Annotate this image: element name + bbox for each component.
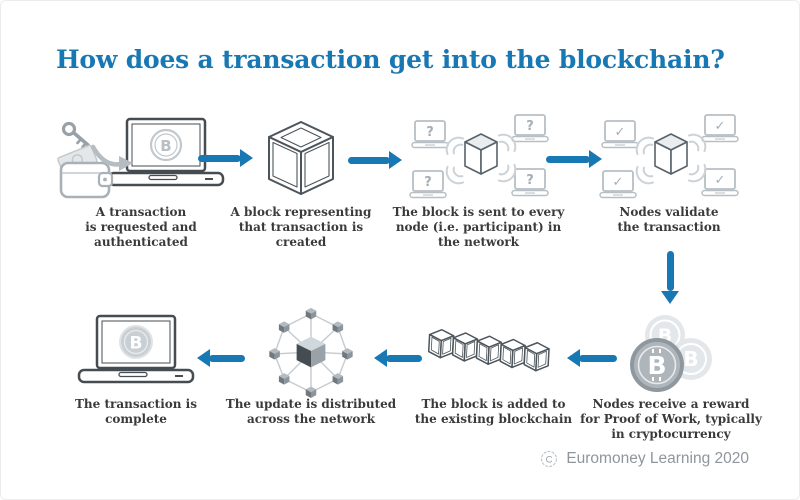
- step-caption: Nodes validate the transaction: [617, 205, 721, 234]
- broadcast-question-icon: ?: [404, 114, 554, 203]
- step-transaction-requested: B: [53, 115, 229, 250]
- center-cube-icon: [296, 336, 326, 368]
- blockchain-row-icon: [424, 309, 564, 395]
- step-nodes-validate: ✓: [583, 114, 755, 235]
- page-title: How does a transaction get into the bloc…: [56, 45, 725, 74]
- curved-arrow-icon: [90, 144, 133, 171]
- node-laptop-icon: [701, 114, 739, 143]
- node-cube-icon: [342, 348, 353, 360]
- footer-credit: C Euromoney Learning 2020: [540, 450, 749, 468]
- svg-text:B: B: [647, 351, 666, 380]
- flow-arrow-right-icon: [348, 151, 402, 170]
- coin-front-icon: B: [630, 338, 684, 392]
- node-laptop-icon: [599, 170, 637, 199]
- flow-arrow-right-icon: [546, 150, 602, 169]
- step-caption: A block representing that transaction is…: [230, 205, 372, 249]
- node-laptop-icon: [408, 170, 447, 199]
- step-caption: The block is sent to every node (i.e. pa…: [392, 205, 565, 249]
- step-block-created: A block representing that transaction is…: [214, 115, 388, 250]
- wallet-laptop-icon: B: [57, 115, 225, 203]
- wallet-icon: [59, 161, 114, 199]
- node-laptop-icon: [510, 168, 549, 197]
- flow-arrow-left-icon: [567, 349, 617, 368]
- flow-arrow-down-icon: [661, 251, 680, 304]
- wifi-icon: [631, 163, 657, 189]
- network-lattice-icon: [261, 307, 361, 398]
- small-cube-icon: [654, 133, 688, 175]
- flow-arrow-left-icon: [197, 349, 245, 368]
- wifi-icon: [440, 163, 467, 189]
- flow-arrow-left-icon: [374, 349, 422, 368]
- step-caption: A transaction is requested and authentic…: [85, 205, 197, 249]
- node-cube-icon: [305, 307, 317, 320]
- small-cube-icon: [463, 133, 498, 175]
- svg-text:B: B: [160, 137, 171, 155]
- flow-arrow-right-icon: [198, 149, 253, 168]
- svg-text:B: B: [683, 347, 698, 371]
- svg-text:B: B: [130, 334, 143, 354]
- bitcoin-coin-icon: B: [119, 325, 153, 359]
- step-update-distributed: The update is distributed across the net…: [223, 307, 399, 427]
- node-cube-icon: [269, 348, 280, 360]
- step-caption: The update is distributed across the net…: [225, 397, 397, 426]
- laptop-bitcoin-icon: B: [73, 309, 199, 395]
- node-laptop-icon: [410, 120, 449, 149]
- copyright-icon: C: [541, 450, 558, 468]
- node-laptop-icon: [510, 114, 549, 143]
- step-block-sent: ?: [391, 114, 566, 250]
- node-laptop-icon: [601, 120, 639, 149]
- broadcast-check-icon: ✓: [594, 114, 744, 203]
- key-icon: [61, 121, 90, 149]
- step-nodes-reward: B B B Nodes receive a re: [579, 309, 763, 442]
- block-cube-icon: [263, 115, 339, 203]
- step-caption: The transaction is complete: [75, 397, 197, 426]
- bitcoin-coin-icon: B: [149, 128, 183, 162]
- footer-text: Euromoney Learning 2020: [566, 450, 749, 467]
- node-laptop-icon: [701, 168, 739, 197]
- bitcoin-coins-icon: B B B: [621, 309, 721, 395]
- step-block-added: The block is added to the existing block…: [406, 309, 581, 427]
- step-caption: Nodes receive a reward for Proof of Work…: [580, 397, 762, 441]
- step-transaction-complete: B The transaction is complete: [48, 309, 224, 427]
- svg-text:C: C: [546, 455, 553, 466]
- step-caption: The block is added to the existing block…: [414, 397, 573, 426]
